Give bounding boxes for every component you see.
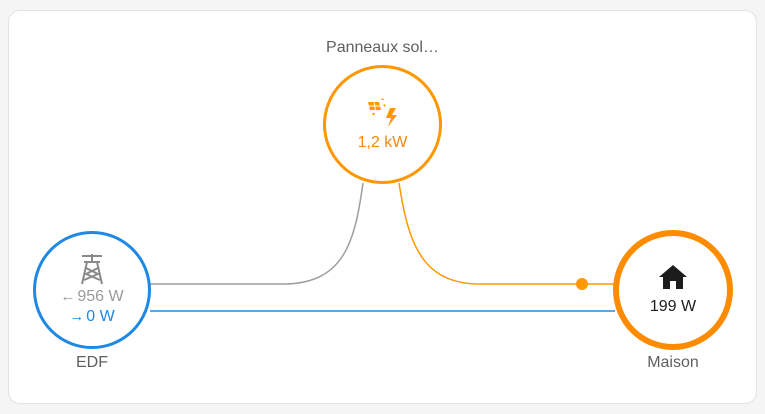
grid-label: EDF [76, 354, 108, 371]
grid-consumption-value: 956 W [77, 288, 124, 305]
transmission-tower-icon [81, 254, 103, 285]
arrow-left-icon: ← [60, 288, 76, 305]
home-value: 199 W [649, 298, 697, 315]
home-icon [659, 265, 687, 289]
flow-solar-to-home [398, 182, 615, 285]
grid-consumption: ← 956 W [60, 287, 123, 307]
grid-return: → 0 W [69, 307, 114, 327]
arrow-right-icon: → [69, 308, 85, 325]
flow-solar-to-grid [150, 182, 364, 285]
home-node[interactable]: 199 W [613, 230, 733, 350]
home-label: Maison [647, 354, 699, 371]
grid-return-value: 0 W [86, 308, 115, 325]
grid-node[interactable]: ← 956 W → 0 W [33, 231, 151, 349]
solar-value: 1,2 kW [357, 133, 408, 151]
solar-label: Panneaux sol… [326, 39, 439, 56]
solar-power-icon [367, 97, 397, 127]
flow-dot [576, 278, 588, 290]
solar-node[interactable]: 1,2 kW [323, 65, 442, 184]
